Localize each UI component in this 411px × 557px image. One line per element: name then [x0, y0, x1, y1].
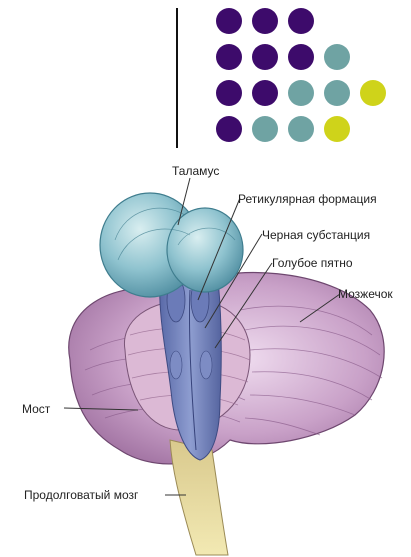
decorative-dot — [252, 44, 278, 70]
decorative-dot — [216, 80, 242, 106]
decorative-dot — [288, 116, 314, 142]
label-medulla: Продолговатый мозг — [24, 488, 138, 502]
label-reticular-formation: Ретикулярная формация — [238, 192, 377, 206]
decorative-dot — [252, 116, 278, 142]
thalamus-shape — [100, 193, 243, 297]
decorative-dot — [216, 44, 242, 70]
decorative-dot — [288, 8, 314, 34]
decorative-dot — [216, 116, 242, 142]
decorative-dot — [288, 44, 314, 70]
decorative-vertical-line — [176, 8, 178, 148]
decorative-dot — [360, 80, 386, 106]
decorative-dot — [252, 8, 278, 34]
decorative-dot — [216, 8, 242, 34]
label-pons: Мост — [22, 402, 50, 416]
decorative-dot — [324, 80, 350, 106]
label-locus-coeruleus: Голубое пятно — [272, 256, 353, 270]
decorative-dot — [324, 44, 350, 70]
brainstem-diagram: Таламус Ретикулярная формация Черная суб… — [0, 150, 411, 557]
decorative-dot — [288, 80, 314, 106]
label-substantia-nigra: Черная субстанция — [262, 228, 370, 242]
label-cerebellum: Мозжечок — [338, 287, 393, 301]
decorative-dot — [324, 116, 350, 142]
decorative-dot — [252, 80, 278, 106]
label-thalamus: Таламус — [172, 164, 219, 178]
